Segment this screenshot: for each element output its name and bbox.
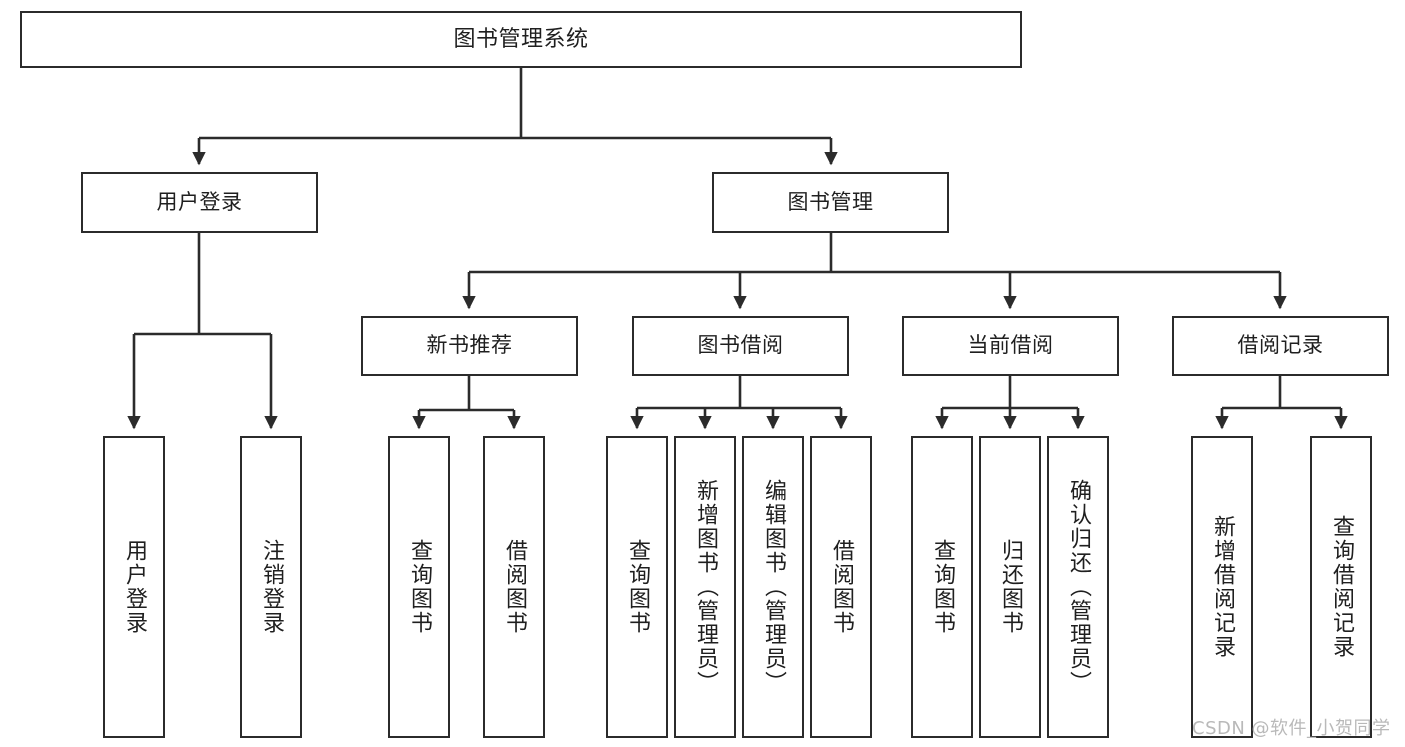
leaf-confirm-return-label: 确认归还（管理员） [1066,479,1091,695]
node-root[interactable]: 图书管理系统 [20,11,1022,68]
node-borrow-record-label: 借阅记录 [1237,333,1324,358]
node-book-manage-label: 图书管理 [787,189,874,214]
node-root-label: 图书管理系统 [453,26,589,52]
leaf-user-login-label: 用户登录 [122,539,147,635]
leaf-add-book-label: 新增图书（管理员） [693,479,718,695]
node-user-login[interactable]: 用户登录 [81,172,318,233]
leaf-confirm-return[interactable]: 确认归还（管理员） [1047,436,1109,738]
leaf-add-record-label: 新增借阅记录 [1210,515,1235,659]
node-book-manage[interactable]: 图书管理 [712,172,949,233]
leaf-query-book-3-label: 查询图书 [930,539,955,635]
leaf-borrow-book-2[interactable]: 借阅图书 [810,436,872,738]
leaf-user-login[interactable]: 用户登录 [103,436,165,738]
watermark: CSDN @软件_小贺同学 [1192,718,1391,739]
leaf-borrow-book-2-label: 借阅图书 [829,539,854,635]
node-user-login-label: 用户登录 [156,189,243,214]
leaf-query-book-2[interactable]: 查询图书 [606,436,668,738]
leaf-add-record[interactable]: 新增借阅记录 [1191,436,1253,738]
leaf-query-book-3[interactable]: 查询图书 [911,436,973,738]
node-book-borrow-label: 图书借阅 [697,333,784,358]
leaf-add-book[interactable]: 新增图书（管理员） [674,436,736,738]
leaf-edit-book-label: 编辑图书（管理员） [761,479,786,695]
leaf-query-record-label: 查询借阅记录 [1329,515,1354,659]
node-current-borrow[interactable]: 当前借阅 [902,316,1119,376]
node-borrow-record[interactable]: 借阅记录 [1172,316,1389,376]
leaf-borrow-book-1[interactable]: 借阅图书 [483,436,545,738]
leaf-edit-book[interactable]: 编辑图书（管理员） [742,436,804,738]
node-new-book-rec[interactable]: 新书推荐 [361,316,578,376]
node-book-borrow[interactable]: 图书借阅 [632,316,849,376]
leaf-query-book-2-label: 查询图书 [625,539,650,635]
leaf-return-book-label: 归还图书 [998,539,1023,635]
leaf-query-record[interactable]: 查询借阅记录 [1310,436,1372,738]
leaf-logout[interactable]: 注销登录 [240,436,302,738]
leaf-logout-label: 注销登录 [259,539,284,635]
leaf-query-book-1-label: 查询图书 [407,539,432,635]
node-new-book-rec-label: 新书推荐 [426,333,513,358]
leaf-return-book[interactable]: 归还图书 [979,436,1041,738]
leaf-borrow-book-1-label: 借阅图书 [502,539,527,635]
leaf-query-book-1[interactable]: 查询图书 [388,436,450,738]
node-current-borrow-label: 当前借阅 [967,333,1054,358]
